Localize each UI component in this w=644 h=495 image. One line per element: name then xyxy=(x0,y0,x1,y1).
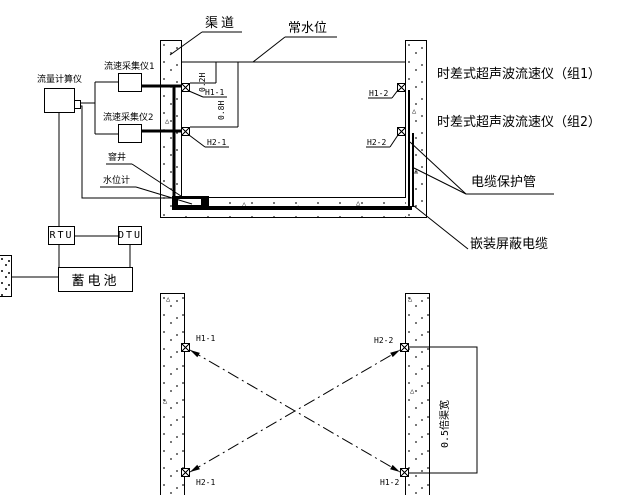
concrete-triangle-icon: △ xyxy=(412,107,417,115)
dimension-lower-label: 0.8H xyxy=(217,100,226,120)
dtu-box: DTU xyxy=(118,226,142,245)
concrete-triangle-icon: △ xyxy=(163,397,168,405)
plan-h2-2-label: H2-2 xyxy=(374,336,394,345)
velocity-collector2-label: 流速采集仪2 xyxy=(103,113,154,123)
plan-left-wall xyxy=(160,293,185,495)
transducer-h1-2-label: H1-2 xyxy=(369,89,389,98)
velocity-collector1-box xyxy=(118,73,142,92)
flow-calculator-box xyxy=(44,88,75,113)
plan-h1-1-label: H1-1 xyxy=(196,334,216,343)
plan-transducer-h2-2 xyxy=(400,343,409,352)
manhole-label: 窨井 xyxy=(108,153,127,163)
plan-h1-2-label: H1-2 xyxy=(380,478,400,487)
transducer-h1-1 xyxy=(181,83,190,92)
transducer-h1-1-label: H1-1 xyxy=(205,88,225,97)
concrete-triangle-icon: △ xyxy=(165,117,170,125)
transducer-h2-2-label: H2-2 xyxy=(367,138,387,147)
annotation-group2: 时差式超声波流速仪（组2） xyxy=(437,115,601,130)
rtu-label: RTU xyxy=(49,230,74,241)
concrete-triangle-icon: △ xyxy=(242,200,247,208)
annotation-group1: 时差式超声波流速仪（组1） xyxy=(437,67,601,82)
annotation-cable-pipe: 电缆保护管 xyxy=(471,175,537,190)
transducer-h2-2 xyxy=(397,127,406,136)
plan-h2-1-label: H2-1 xyxy=(196,478,216,487)
flow-calculator-label: 流量计算仪 xyxy=(37,75,83,85)
concrete-triangle-icon: △ xyxy=(410,387,415,395)
plan-transducer-h2-1 xyxy=(181,468,190,477)
concrete-triangle-icon: △ xyxy=(414,167,419,175)
transducer-h2-1-label: H2-1 xyxy=(207,138,227,147)
dimension-upper-label: 0.2H xyxy=(198,72,207,92)
concrete-triangle-icon: △ xyxy=(166,295,171,303)
annotation-embedded-cable: 嵌装屏蔽电缆 xyxy=(470,237,549,252)
plan-spacing-dimension: 0.5倍渠宽 xyxy=(440,399,451,448)
plan-transducer-h1-1 xyxy=(181,343,190,352)
water-level-gauge-device xyxy=(177,198,202,206)
plan-transducer-h1-2 xyxy=(400,468,409,477)
plan-right-wall xyxy=(405,293,430,495)
rtu-box: RTU xyxy=(48,226,75,245)
water-level-label: 常水位 xyxy=(288,21,328,36)
transducer-h2-1 xyxy=(181,127,190,136)
plan-sound-paths xyxy=(189,346,478,474)
dtu-label: DTU xyxy=(117,230,143,241)
flow-calculator-port xyxy=(74,100,81,109)
transducer-h1-2 xyxy=(397,83,406,92)
concrete-triangle-icon: △ xyxy=(356,199,361,207)
cross-section-right-wall xyxy=(405,40,427,218)
power-panel xyxy=(0,255,12,297)
velocity-collector1-label: 流速采集仪1 xyxy=(104,62,155,72)
battery-label: 蓄电池 xyxy=(71,274,120,289)
channel-label: 渠道 xyxy=(205,16,238,31)
dimension-lines xyxy=(190,62,239,128)
leader-lines xyxy=(100,31,554,250)
sensor-cables xyxy=(142,84,414,210)
equipment-wiring xyxy=(12,81,172,278)
battery-box: 蓄电池 xyxy=(58,267,133,292)
water-gauge-label: 水位计 xyxy=(103,176,131,186)
concrete-triangle-icon: △ xyxy=(408,295,413,303)
velocity-collector2-box xyxy=(118,124,142,143)
